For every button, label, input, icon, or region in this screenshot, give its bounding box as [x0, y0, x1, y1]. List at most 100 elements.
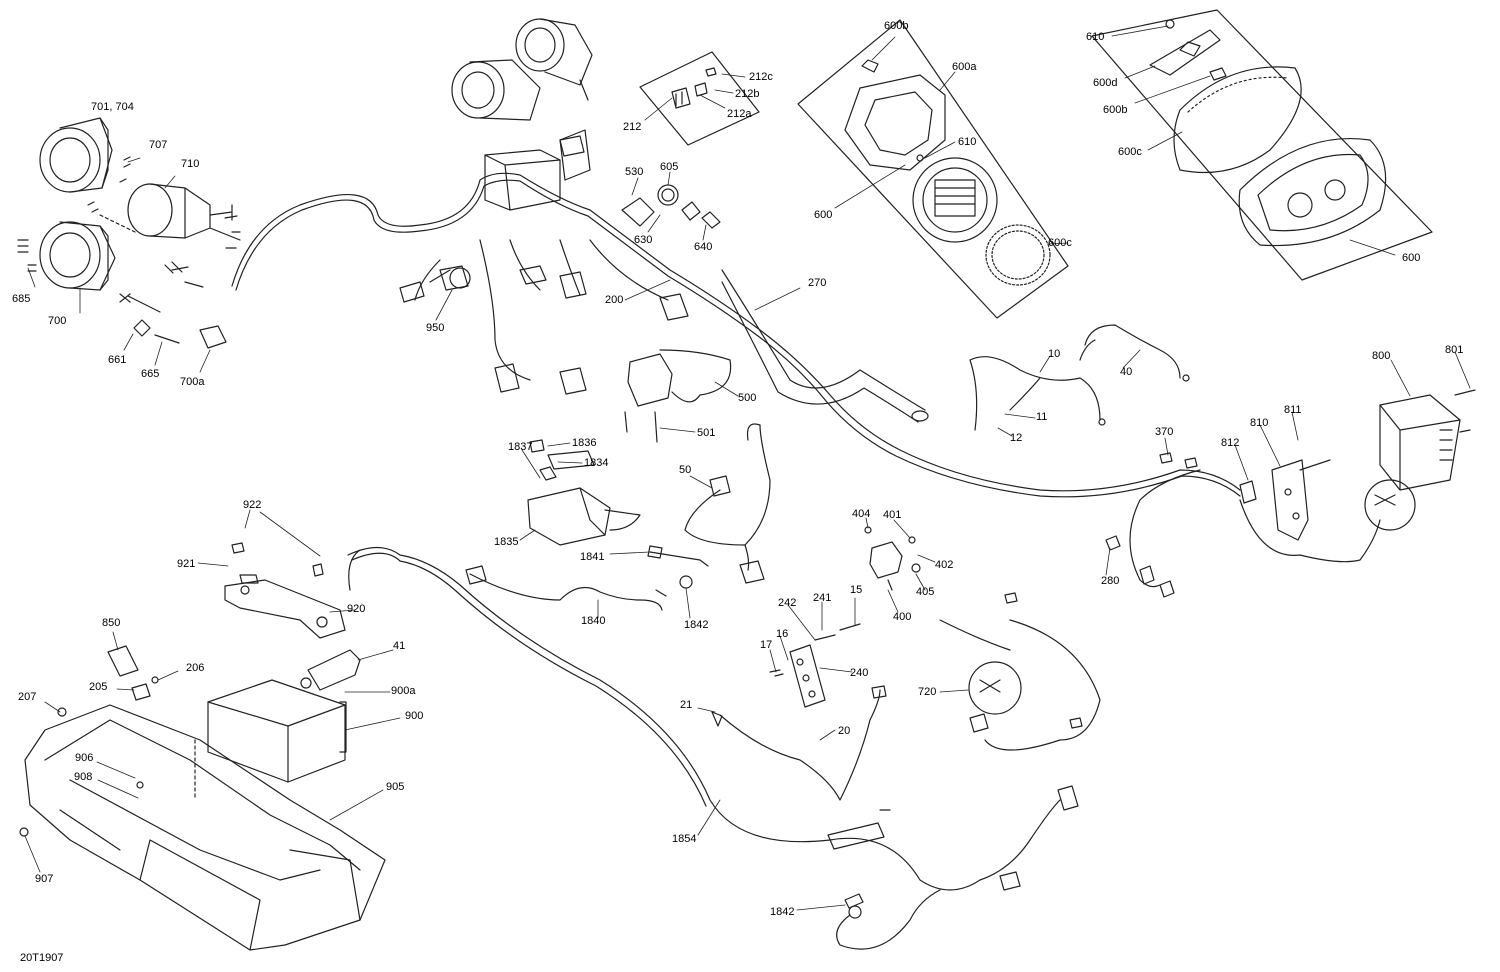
- callout-1835: 1835: [494, 536, 519, 548]
- connector-950: [429, 267, 471, 289]
- callout-600b-right: 600b: [1103, 104, 1128, 116]
- fuse-850-205: [107, 645, 159, 701]
- callout-600c-right: 600c: [1118, 146, 1142, 158]
- callout-707: 707: [149, 139, 168, 151]
- sensor-1841-1842: [647, 545, 709, 597]
- callout-685: 685: [12, 293, 31, 305]
- light-right-812: [1239, 479, 1416, 531]
- callout-810: 810: [1250, 417, 1269, 429]
- connector-280: [1105, 535, 1175, 598]
- callout-610-right: 610: [1086, 31, 1105, 43]
- callout-1841: 1841: [580, 551, 605, 563]
- cable-1842-bottom: [836, 889, 941, 950]
- callout-402: 402: [935, 559, 954, 571]
- headlight-700: [39, 221, 116, 291]
- callout-801: 801: [1445, 344, 1464, 356]
- callout-720: 720: [918, 686, 937, 698]
- callout-600-mid: 600: [814, 209, 833, 221]
- connector-212: [639, 51, 760, 146]
- cable-right-loop: [1129, 469, 1381, 588]
- springs-fasteners-left: [17, 156, 241, 349]
- callout-920: 920: [347, 603, 366, 615]
- callout-900: 900: [405, 710, 424, 722]
- callout-600d: 600d: [1093, 77, 1118, 89]
- module-800: [1379, 389, 1476, 491]
- callout-812: 812: [1221, 437, 1240, 449]
- callout-900a: 900a: [391, 685, 416, 697]
- headlight-top-pair: [451, 18, 593, 121]
- callout-501: 501: [697, 427, 716, 439]
- callout-600-right: 600: [1402, 252, 1421, 264]
- callout-665: 665: [141, 368, 160, 380]
- callout-700: 700: [48, 315, 67, 327]
- callout-270: 270: [808, 277, 827, 289]
- leader-lines: [24, 25, 1471, 911]
- battery-900: [207, 679, 347, 783]
- callout-921: 921: [177, 558, 196, 570]
- bracket-810-811: [1271, 459, 1331, 541]
- callout-212a: 212a: [727, 108, 752, 120]
- headlight-710: [127, 183, 241, 241]
- callout-1840: 1840: [581, 615, 606, 627]
- clips-370: [1004, 452, 1198, 729]
- callout-212b: 212b: [735, 88, 760, 100]
- callout-1837: 1837: [508, 441, 533, 453]
- callout-212c: 212c: [749, 71, 773, 83]
- callout-50: 50: [679, 464, 692, 476]
- bracket-920: [224, 542, 346, 639]
- callout-11: 11: [1036, 411, 1048, 423]
- cable-1854: [347, 546, 1079, 891]
- callout-600a: 600a: [952, 61, 977, 73]
- callout-701-704: 701, 704: [91, 101, 134, 113]
- harness-connectors-top: [399, 135, 689, 395]
- callout-207: 207: [18, 691, 37, 703]
- callout-906: 906: [75, 752, 94, 764]
- callout-800: 800: [1372, 350, 1391, 362]
- callout-10: 10: [1048, 348, 1061, 360]
- lens-600c-right: [1173, 66, 1302, 173]
- callout-1842-mid: 1842: [684, 619, 709, 631]
- callout-16: 16: [776, 628, 789, 640]
- callout-1854: 1854: [672, 833, 697, 845]
- callout-605: 605: [660, 161, 679, 173]
- callout-700a: 700a: [180, 376, 205, 388]
- callout-12: 12: [1010, 432, 1023, 444]
- harness-500: [624, 349, 732, 443]
- callout-1842-bottom: 1842: [770, 906, 795, 918]
- callout-20: 20: [838, 725, 851, 737]
- light-720: [939, 619, 1101, 751]
- callout-241: 241: [813, 592, 832, 604]
- callout-710: 710: [181, 158, 200, 170]
- battery-bracket-240: [769, 623, 861, 708]
- callout-1836: 1836: [572, 437, 597, 449]
- callout-205: 205: [89, 681, 108, 693]
- callout-530: 530: [625, 166, 644, 178]
- callout-21: 21: [680, 699, 693, 711]
- cluster-600b-600d-right: [1149, 19, 1227, 81]
- callout-922: 922: [243, 499, 262, 511]
- callout-41: 41: [393, 640, 406, 652]
- callout-404: 404: [852, 508, 871, 520]
- callout-40: 40: [1120, 366, 1133, 378]
- cable-41: [300, 649, 361, 691]
- callout-661: 661: [108, 354, 127, 366]
- callout-610-mid: 610: [958, 136, 977, 148]
- callout-280: 280: [1101, 575, 1120, 587]
- drawing-code: 20T1907: [20, 952, 64, 964]
- callout-950: 950: [426, 322, 445, 334]
- cover-600a-mid: [844, 59, 946, 171]
- wiring-harness-200: [231, 172, 1241, 498]
- relay-400-series: [864, 526, 921, 591]
- callout-200: 200: [605, 294, 624, 306]
- callout-242: 242: [778, 597, 797, 609]
- harness-conduit-270: [721, 269, 929, 423]
- cable-20-21: [711, 685, 887, 801]
- callout-908: 908: [74, 771, 93, 783]
- callout-905: 905: [386, 781, 405, 793]
- callout-405: 405: [916, 586, 935, 598]
- cluster-housing-600-right: [1238, 137, 1387, 247]
- callout-206: 206: [186, 662, 205, 674]
- callout-1834: 1834: [584, 457, 609, 469]
- callout-212: 212: [623, 121, 642, 133]
